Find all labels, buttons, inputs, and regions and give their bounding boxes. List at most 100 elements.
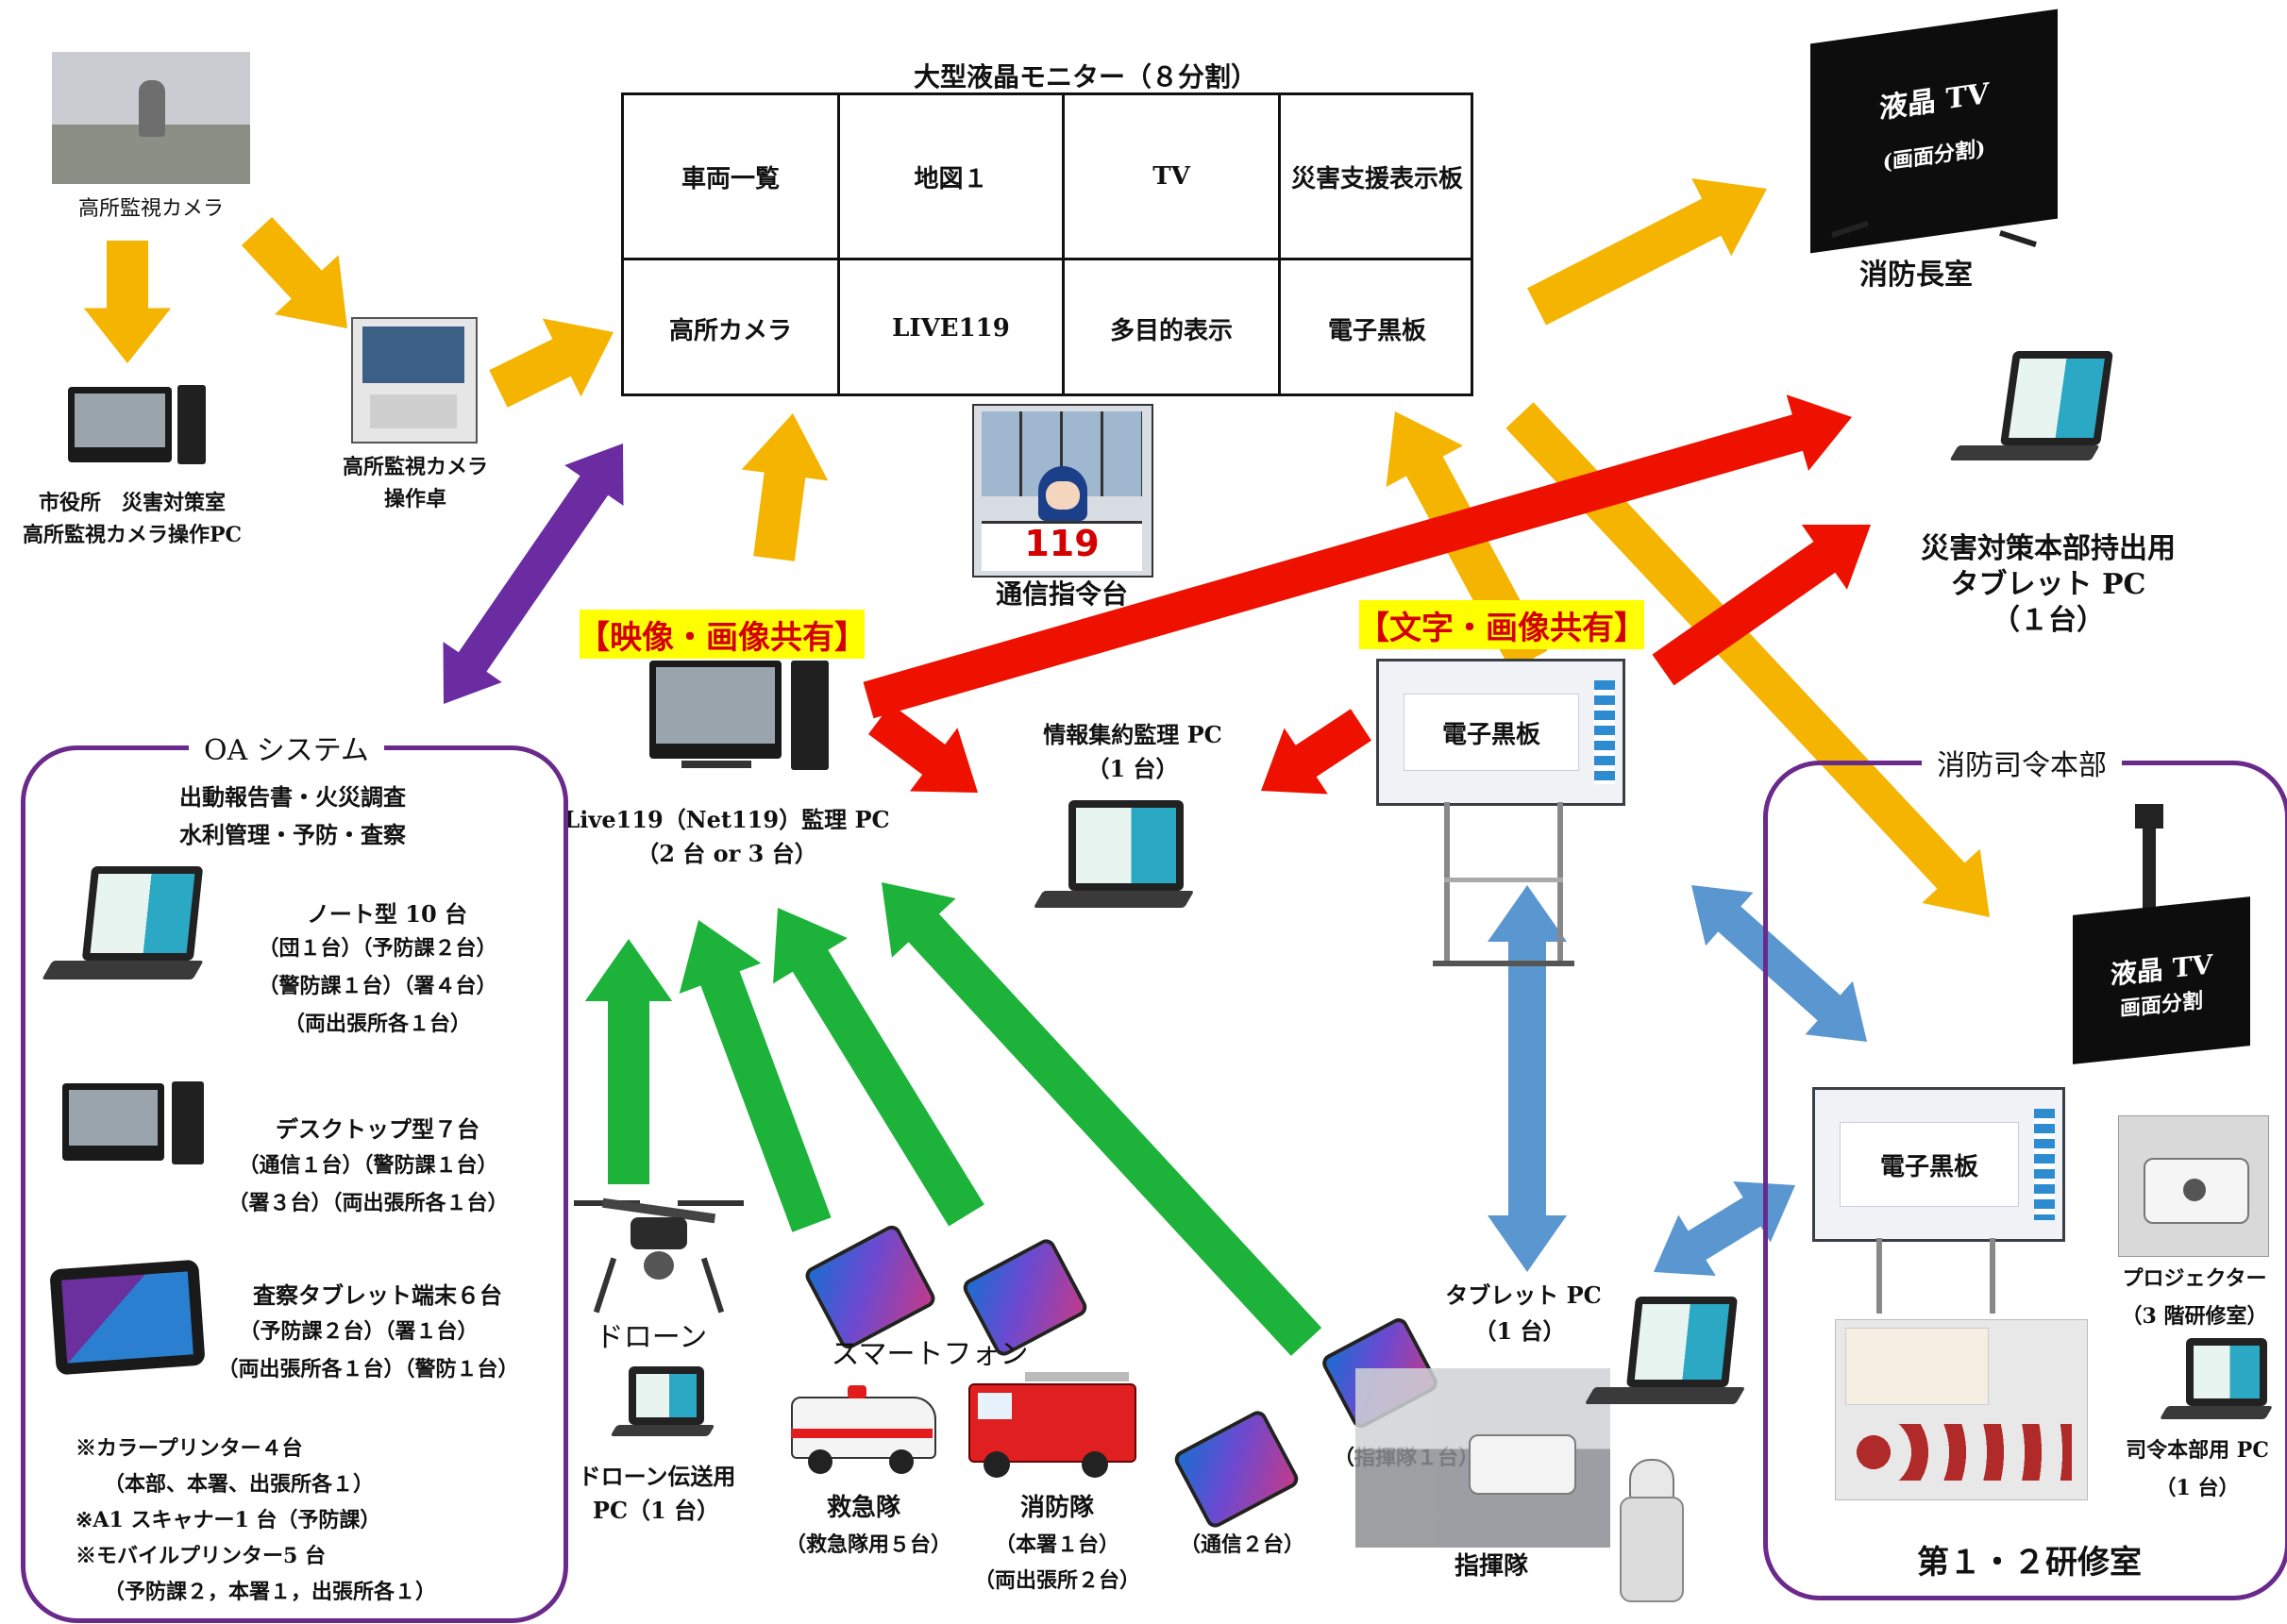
drone-pc-line2: PC（1 台） [592,1497,720,1524]
oa-sub2: 水利管理・予防・査察 [179,821,406,848]
oa-sub1: 出動報告書・火災調査 [179,783,406,811]
drone-label: ドローン [595,1321,708,1354]
oa-note-0: ※カラープリンター４台 [76,1436,303,1461]
arrow-monitor-to-hq-tv [1505,402,1990,917]
monitor-cell: 電子黒板 [1327,316,1426,345]
whiteboard-center-label: 電子黒板 [1404,694,1579,771]
monitor-cell: 災害支援表示板 [1290,164,1463,193]
text-share-highlight: 【文字・画像共有】 [1357,600,1646,649]
drone-pc-line1: ドローン伝送用 [578,1463,736,1490]
live119-tower-icon [791,661,829,770]
arrow-whiteboard-to-info-pc [1261,709,1371,795]
camera-console-icon [351,317,478,444]
whiteboard-center-icon: 電子黒板 [1376,659,1625,806]
dispatch-label: 通信指令台 [995,578,1128,610]
info-pc-line1: 情報集約監理 PC [1043,721,1222,748]
hq-pc-laptop-icon [2186,1338,2267,1406]
oa-notebook-2: （警防課１台）（署４台） [258,974,497,998]
monitor-cell: 高所カメラ [668,316,792,345]
dispatch-sign: 119 [1024,523,1100,564]
city-pc-tower-icon [177,385,206,464]
hq-room-label: 第１・２研修室 [1917,1544,2142,1582]
arrow-dispatch-to-monitor [741,413,829,561]
drone-icon [564,1191,753,1323]
oa-note-3: ※モバイルプリンター5 台 [76,1544,326,1568]
oa-desktop-1: （通信１台）（警防課１台） [238,1153,498,1178]
arrow-console-to-monitor [489,318,614,408]
city-pc-line1: 市役所 災害対策室 [38,491,226,515]
hq-tablet-line3: （１台） [1992,604,2105,637]
city-pc-monitor-icon [68,387,172,462]
chief-room-label: 消防長室 [1859,259,1973,292]
oa-tablet-2: （両出張所各１台）（警防１台） [217,1357,519,1381]
hq-pc-line1: 司令本部用 PC [2126,1438,2269,1463]
arrow-live119-to-info-pc [868,704,978,793]
chief-tv-line1: 液晶 TV [1878,76,1990,126]
arrow-camera-to-citypc [83,241,172,363]
ambulance-count: （救急隊用５台） [784,1532,951,1557]
arrow-drone-to-live119 [584,939,673,1184]
monitor-cell: 車両一覧 [681,164,780,193]
oa-tablet-1: （予防課２台）（署１台） [239,1319,479,1344]
oa-desktop-monitor-icon [62,1083,164,1161]
command-vehicle-photo [1355,1368,1610,1548]
monitor-grid: 車両一覧 地図１ TV 災害支援表示板 高所カメラ LIVE119 多目的表示 … [621,92,1473,396]
live119-monitor-icon [649,661,782,759]
hq-pc-line2: （1 台） [2155,1476,2240,1500]
oa-tablet-0: 査察タブレット端末６台 [253,1281,502,1309]
projector-icon [2118,1115,2269,1257]
hq-whiteboard-label: 電子黒板 [1840,1122,2019,1207]
hq-title: 消防司令本部 [1922,742,2122,783]
oa-desktop-tower-icon [172,1081,204,1164]
monitor-title: 大型液晶モニター（８分割） [913,61,1257,92]
arrow-oa-to-console-bidirectional [443,444,624,704]
arrow-whiteboard-tabletpc-bidirectional [1488,885,1567,1272]
oa-title: OA システム [189,727,384,768]
oa-inspection-tablet-icon [49,1259,206,1376]
training-room-photo [1835,1319,2088,1500]
camera-label: 高所監視カメラ [77,197,224,221]
console-line2: 操作卓 [383,487,446,511]
engine-count1: （本署１台） [994,1532,1119,1557]
oa-note-2: ※A1 スキャナー1 台（予防課） [76,1508,381,1532]
drone-pc-laptop-icon [629,1366,704,1425]
info-pc-line2: （1 台） [1086,755,1179,782]
fire-engine-icon [968,1364,1138,1478]
oa-note-4: （予防課２，本署１，出張所各１） [104,1580,437,1604]
tablet-pc-laptop-icon [1625,1297,1739,1387]
tablet-pc-line2: （1 台） [1473,1317,1566,1345]
arrow-whiteboard-hqboard-bidirectional [1691,885,1867,1042]
monitor-cell: LIVE119 [892,314,1010,343]
oa-desktop-2: （署３台）（両出張所各１台） [227,1191,509,1215]
monitor-cell: TV [1152,162,1190,191]
live119-line1: Live119（Net119）監理 PC [563,806,890,833]
arrow-live119-to-hq-tablet [863,394,1852,719]
arrow-camera-to-console [241,217,347,328]
arrow-smartphone2-to-live119 [773,908,984,1227]
arrow-command-to-live119 [882,882,1322,1356]
video-share-highlight: 【映像・画像共有】 [578,610,866,659]
tablet-pc-line1: タブレット PC [1445,1281,1602,1309]
monitor-cell: 多目的表示 [1109,316,1233,345]
ambulance-label: 救急隊 [826,1494,900,1522]
ambulance-icon [791,1380,946,1474]
live119-line2: （2 台 or 3 台） [636,840,817,867]
oa-notebook-laptop-icon [81,866,204,961]
oa-notebook-0: ノート型 10 台 [306,900,468,928]
hq-tablet-laptop-icon [1999,351,2114,445]
projector-line1: プロジェクター [2122,1266,2267,1291]
info-pc-laptop-icon [1068,800,1184,891]
oa-note-1: （本部、本署、出張所各１） [104,1472,375,1497]
city-pc-line2: 高所監視カメラ操作PC [22,523,243,547]
camera-photo [52,52,250,184]
engine-count2: （両出張所２台） [973,1568,1140,1593]
engine-label: 消防隊 [1019,1494,1094,1522]
hq-tablet-line2: タブレット PC [1950,568,2146,601]
command-label: 指揮隊 [1454,1552,1528,1581]
projector-line2: （3 階研修室） [2121,1304,2268,1329]
smartphone-label: スマートフォン [831,1338,1029,1371]
hq-tablet-line1: 災害対策本部持出用 [1921,532,2176,565]
hq-whiteboard-icon: 電子黒板 [1812,1087,2065,1242]
